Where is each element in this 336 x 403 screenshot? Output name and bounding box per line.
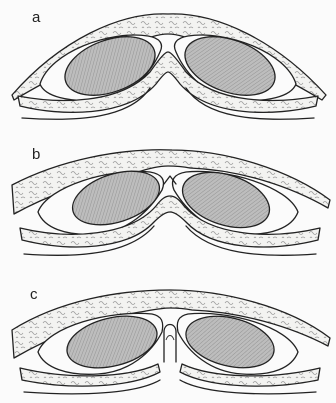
panel-c-drawing [12, 290, 330, 394]
panel-label-c: c [30, 287, 38, 302]
panel-label-a: a [32, 10, 40, 25]
panel-c-midline-septum [164, 325, 176, 363]
panel-label-b: b [32, 147, 40, 162]
panel-b-drawing [12, 150, 330, 256]
panel-a-drawing [12, 14, 326, 119]
panel-c-septum-arch [166, 336, 174, 341]
